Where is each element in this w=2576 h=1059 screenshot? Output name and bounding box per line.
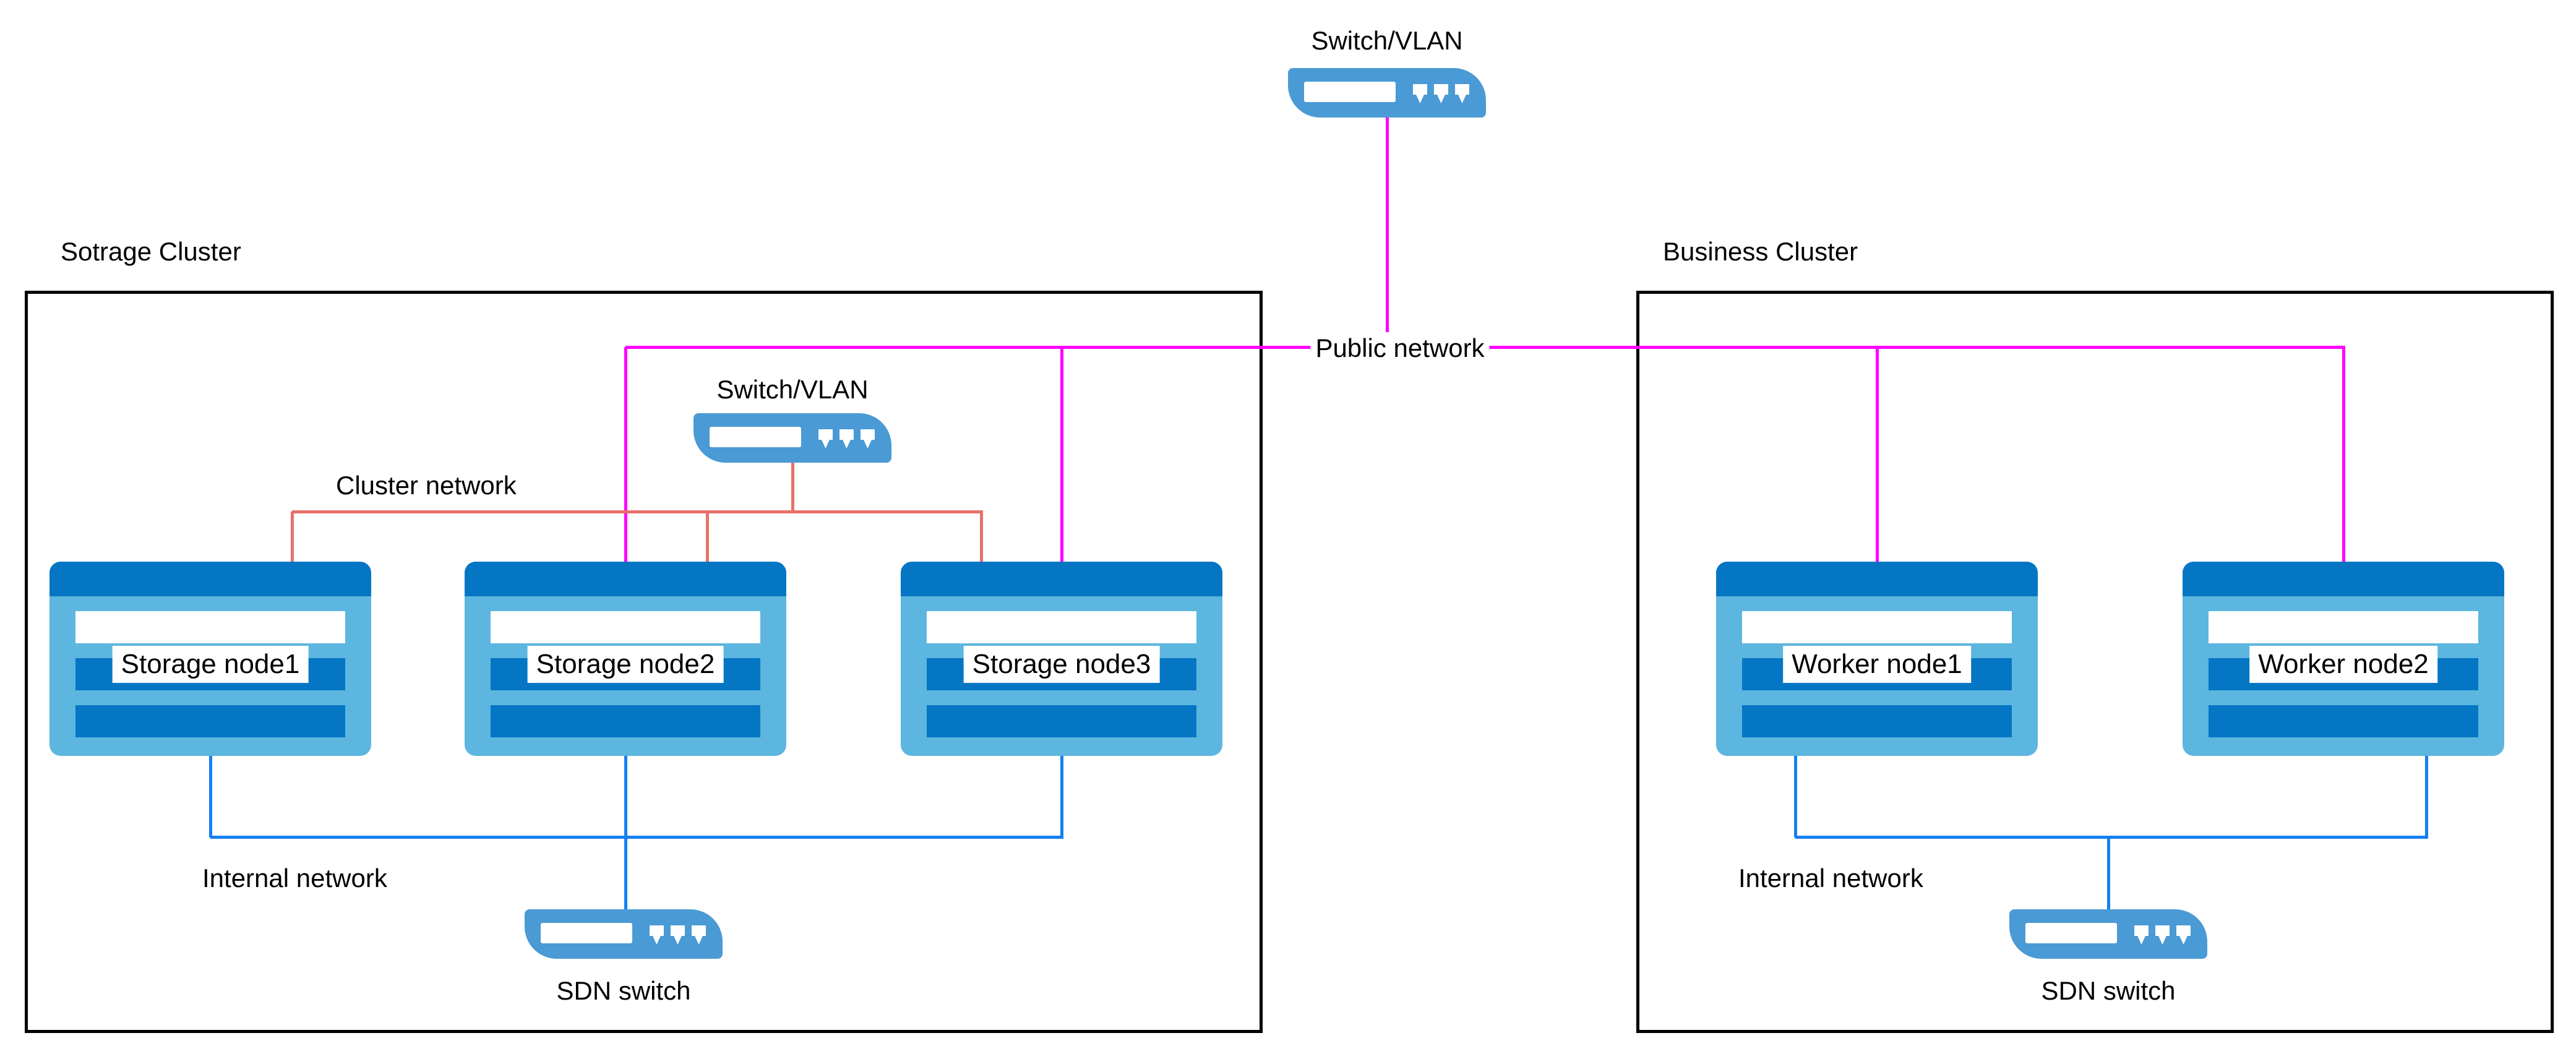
storage-cluster-title: Sotrage Cluster xyxy=(61,237,241,266)
cluster-network-line-to-storage-node3 xyxy=(980,512,983,562)
switch-port-icon xyxy=(692,925,706,945)
node-label: Storage node2 xyxy=(527,646,724,683)
cluster-switch-icon xyxy=(693,413,891,463)
switch-port-icon xyxy=(1413,84,1427,103)
node-bar xyxy=(2209,705,2478,737)
business-cluster-title: Business Cluster xyxy=(1663,237,1858,266)
internal-network-line-left xyxy=(210,836,1063,839)
internal-network-line-to-sdn-right xyxy=(2107,837,2110,909)
public-network-line-to-worker-node2 xyxy=(2342,347,2345,562)
switch-port-icon xyxy=(818,429,833,448)
node-bar xyxy=(1742,705,2012,737)
sdn-switch-right-icon xyxy=(2009,909,2207,959)
worker-node-2: Worker node2 xyxy=(2183,562,2504,756)
storage-node-1: Storage node1 xyxy=(49,562,371,756)
node-label: Worker node1 xyxy=(1783,646,1971,683)
node-screen xyxy=(1742,611,2012,643)
public-network-line-to-storage-node2 xyxy=(624,347,627,562)
node-header xyxy=(49,562,371,596)
switch-port-icon xyxy=(2155,925,2170,945)
cluster-switch-label: Switch/VLAN xyxy=(716,375,869,404)
internal-network-label-left: Internal network xyxy=(202,864,387,893)
cluster-network-label: Cluster network xyxy=(336,471,517,500)
internal-network-label-right: Internal network xyxy=(1738,864,1923,893)
switch-screen xyxy=(2025,923,2117,943)
public-network-line-to-public-switch xyxy=(1386,118,1389,348)
storage-node-2: Storage node2 xyxy=(465,562,786,756)
node-label: Worker node2 xyxy=(2249,646,2437,683)
switch-screen xyxy=(710,427,801,447)
node-label: Storage node3 xyxy=(963,646,1160,683)
business-cluster-box xyxy=(1636,291,2554,1033)
internal-network-line-storage-node3 xyxy=(1060,756,1063,838)
storage-cluster-box xyxy=(25,291,1263,1033)
node-header xyxy=(901,562,1222,596)
switch-port-icon xyxy=(1434,84,1448,103)
node-header xyxy=(465,562,786,596)
internal-network-line-right xyxy=(1795,836,2428,839)
cluster-network-line xyxy=(292,510,983,513)
node-screen xyxy=(2209,611,2478,643)
switch-port-icon xyxy=(1455,84,1469,103)
node-label: Storage node1 xyxy=(112,646,309,683)
public-network-line-to-worker-node1 xyxy=(1876,347,1879,562)
cluster-network-line-to-storage-node2 xyxy=(706,512,709,562)
switch-port-icon xyxy=(839,429,854,448)
switch-port-icon xyxy=(650,925,664,945)
public-network-line-to-storage-node3 xyxy=(1060,347,1063,562)
public-switch-label: Switch/VLAN xyxy=(1311,26,1463,55)
switch-port-icon xyxy=(671,925,685,945)
storage-node-3: Storage node3 xyxy=(901,562,1222,756)
switch-port-icon xyxy=(861,429,875,448)
node-bar xyxy=(927,705,1196,737)
switch-port-icon xyxy=(2134,925,2149,945)
internal-network-line-storage-node1 xyxy=(209,756,212,838)
switch-port-icon xyxy=(2176,925,2191,945)
switch-screen xyxy=(541,923,632,943)
sdn-switch-left-icon xyxy=(525,909,723,959)
sdn-switch-right-label: SDN switch xyxy=(2041,976,2176,1005)
node-bar xyxy=(75,705,345,737)
node-header xyxy=(2183,562,2504,596)
public-network-label: Public network xyxy=(1310,332,1490,364)
sdn-switch-left-label: SDN switch xyxy=(556,976,691,1005)
node-screen xyxy=(75,611,345,643)
internal-network-line-worker-node1 xyxy=(1794,756,1797,838)
switch-screen xyxy=(1304,82,1396,102)
cluster-network-line-to-storage-node1 xyxy=(291,512,294,562)
node-bar xyxy=(491,705,760,737)
node-screen xyxy=(491,611,760,643)
node-header xyxy=(1716,562,2038,596)
public-switch-icon xyxy=(1288,68,1486,118)
cluster-network-line-to-cluster-switch xyxy=(791,463,794,512)
internal-network-line-storage-node2-to-sdn xyxy=(624,756,627,909)
worker-node-1: Worker node1 xyxy=(1716,562,2038,756)
node-screen xyxy=(927,611,1196,643)
internal-network-line-worker-node2 xyxy=(2425,756,2428,838)
